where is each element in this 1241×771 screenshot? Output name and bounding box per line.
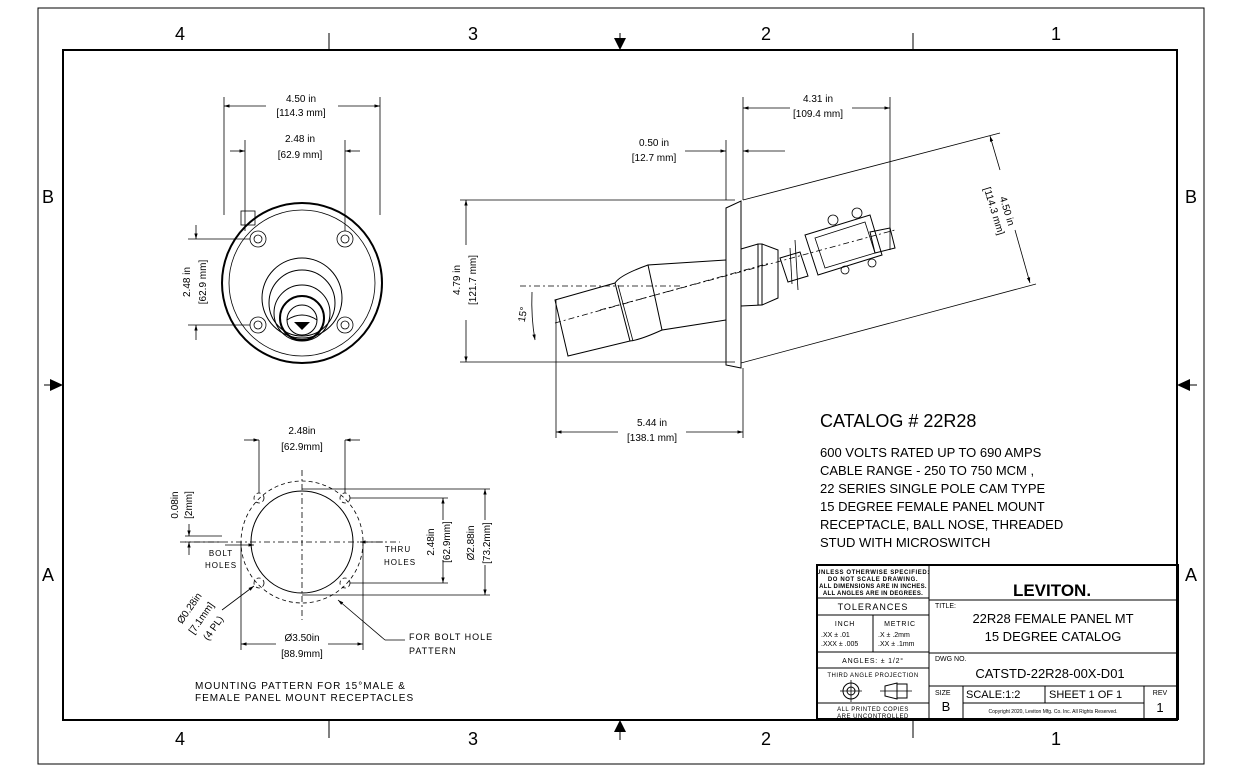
mount-offset-mm: [2mm] [184,491,195,519]
zone-left-b: B [42,187,54,207]
mount-diameter-mm: [73.2mm] [482,522,493,564]
tb-copies-1: ALL PRINTED COPIES [837,707,909,713]
side-length-label: 5.44 in [637,418,667,429]
side-height-label: 4.79 in [452,265,463,295]
tb-projection: THIRD ANGLE PROJECTION [827,673,918,679]
mounting-caption-1: MOUNTING PATTERN FOR 15°MALE & [195,681,406,692]
tb-metric-tol-2: .XX ± .1mm [878,641,915,648]
tb-size-label: SIZE [935,690,951,697]
mounting-caption-2: FEMALE PANEL MOUNT RECEPTACLES [195,693,414,704]
tb-title-label: TITLE: [935,603,956,610]
catalog-line-5: RECEPTACLE, BALL NOSE, THREADED [820,517,1063,532]
front-vert-spacing: 2.48 in [182,267,193,297]
mounting-pattern [180,438,490,650]
side-flange-label: 0.50 in [639,138,669,149]
tb-scale: SCALE:1:2 [966,689,1020,701]
front-width-mm: [114.3 mm] [276,108,325,119]
zone-top-4: 4 [175,24,185,44]
tb-inch: INCH [835,621,855,628]
catalog-line-6: STUD WITH MICROSWITCH [820,535,990,550]
side-view [460,97,1037,438]
front-bolt-spacing: 2.48 in [285,134,315,145]
zone-bottom-2: 2 [761,729,771,749]
tb-tolerances: TOLERANCES [838,602,909,612]
mount-offset: 0.08in [170,491,181,518]
tb-copies-2: ARE UNCONTROLLED [837,714,909,720]
thru-holes-label-1: THRU [385,545,411,554]
tb-angles: ANGLES: ± 1/2° [842,657,904,665]
tb-rev-label: REV [1153,690,1168,697]
front-vert-spacing-mm: [62.9 mm] [198,260,209,305]
side-angle-label: 15° [517,306,530,323]
outer-frame [37,7,1205,765]
bolt-pattern-label-1: FOR BOLT HOLE [409,632,493,642]
catalog-title: CATALOG # 22R28 [820,411,976,431]
third-angle-projection-icon [840,680,912,702]
tb-metric-tol-1: .X ± .2mm [878,632,910,639]
catalog-line-2: CABLE RANGE - 250 TO 750 MCM , [820,463,1034,478]
tb-copyright: Copyright 2020, Leviton Mfg. Co. Inc. Al… [989,709,1118,715]
title-block-lines [816,564,1179,720]
bolt-holes-label-1: BOLT [209,549,233,558]
side-depth-label: 4.31 in [803,94,833,105]
mount-vert-spacing: 2.48in [426,528,437,555]
front-width-label: 4.50 in [286,94,316,105]
tb-note-1: UNLESS OTHERWISE SPECIFIED: [816,570,930,576]
tb-inch-tol-1: .XX ± .01 [821,632,850,639]
tb-sheet: SHEET 1 OF 1 [1049,689,1122,701]
mount-vert-spacing-mm: [62.9mm] [442,521,453,563]
zone-left-a: A [42,565,54,585]
zone-right-b: B [1185,187,1197,207]
bolt-pattern-label-2: PATTERN [409,646,457,656]
side-height-mm: [121.7 mm] [468,255,479,305]
tb-note-3: ALL DIMENSIONS ARE IN INCHES. [819,584,927,590]
zone-top-1: 1 [1051,24,1061,44]
tb-dwg-no: CATSTD-22R28-00X-D01 [975,666,1124,681]
side-depth-mm: [109.4 mm] [793,109,843,120]
mount-bolt-spacing-mm: [62.9mm] [281,442,323,453]
zone-bottom-3: 3 [468,729,478,749]
zone-right-a: A [1185,565,1197,585]
tb-metric: METRIC [884,621,916,628]
catalog-line-1: 600 VOLTS RATED UP TO 690 AMPS [820,445,1042,460]
mount-bolt-spacing: 2.48in [288,426,315,437]
zone-ticks [44,33,1197,740]
tb-title-line-1: 22R28 FEMALE PANEL MT [972,611,1133,626]
side-flange-mm: [12.7 mm] [632,153,677,164]
side-length-mm: [138.1 mm] [627,433,677,444]
zone-bottom-4: 4 [175,729,185,749]
bolt-holes-label-2: HOLES [205,561,237,570]
mount-outer-dia: Ø3.50in [284,633,319,644]
tb-note-2: DO NOT SCALE DRAWING. [828,577,918,583]
front-bolt-spacing-mm: [62.9 mm] [278,150,323,161]
mount-diameter: Ø2.88in [466,525,477,560]
zone-bottom-1: 1 [1051,729,1061,749]
mount-outer-dia-mm: [88.9mm] [281,649,323,660]
thru-holes-label-2: HOLES [384,558,416,567]
leviton-logo: LEVITON. [1013,581,1091,600]
catalog-line-4: 15 DEGREE FEMALE PANEL MOUNT [820,499,1045,514]
tb-dwg-label: DWG NO. [935,656,967,663]
tb-title-line-2: 15 DEGREE CATALOG [985,629,1122,644]
tb-rev: 1 [1156,700,1163,715]
tb-inch-tol-2: .XXX ± .005 [821,641,858,648]
tb-note-4: ALL ANGLES ARE IN DEGREES. [823,591,923,597]
catalog-line-3: 22 SERIES SINGLE POLE CAM TYPE [820,481,1046,496]
tb-size: B [942,699,951,714]
zone-top-3: 3 [468,24,478,44]
front-view [188,97,383,364]
zone-top-2: 2 [761,24,771,44]
